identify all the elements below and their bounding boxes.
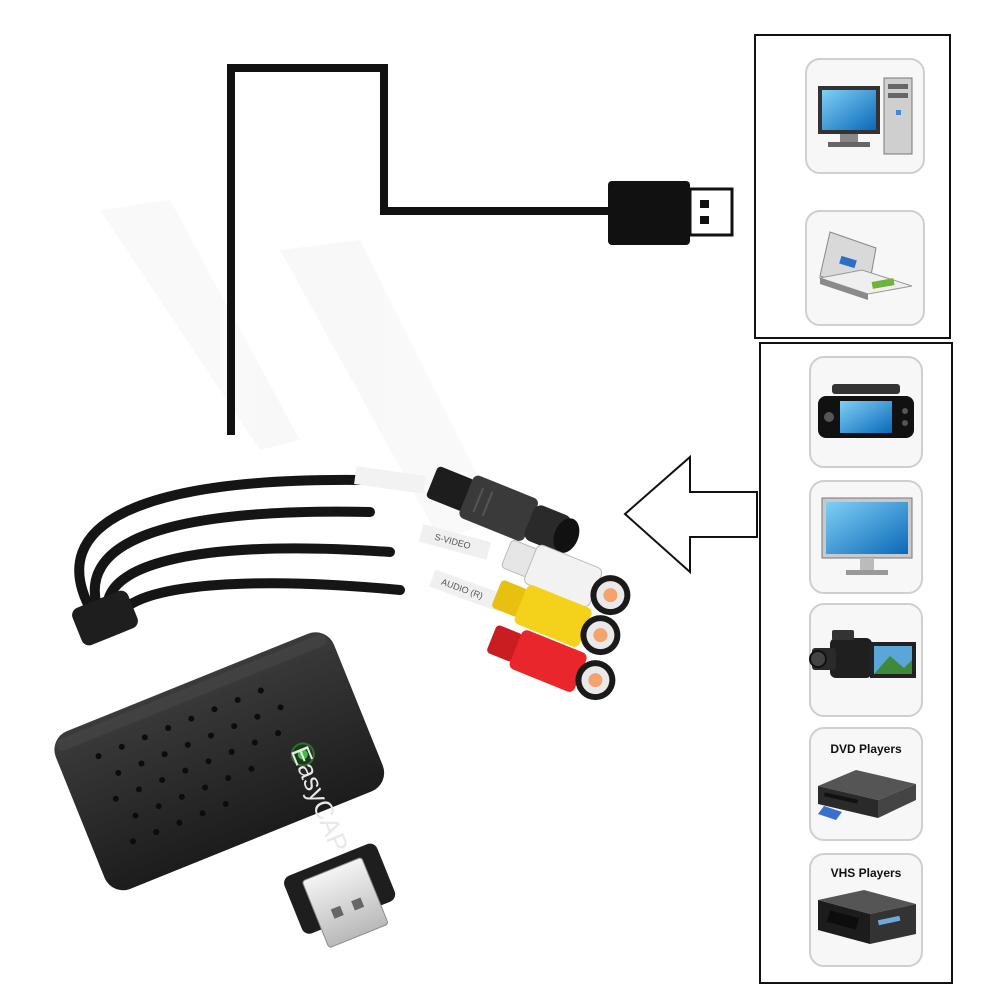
vhs-player-tile: VHS Players: [809, 853, 923, 967]
tv-monitor-icon: [809, 480, 923, 594]
device-strain-relief: [72, 590, 138, 646]
laptop-icon: [805, 210, 925, 326]
background-watermark: [100, 200, 500, 540]
usb-plug-icon: [608, 181, 734, 245]
led-indicator: [290, 742, 315, 767]
vhs-player-label: VHS Players: [831, 866, 902, 880]
usb-cable: [227, 64, 612, 435]
desktop-computer-icon: [805, 58, 925, 174]
dvd-player-icon: [818, 770, 916, 820]
camcorder-icon: [809, 603, 923, 717]
easycap-device: EasyCAP: [54, 632, 385, 891]
vent-holes: [95, 687, 284, 845]
dvd-player-tile: DVD Players: [809, 727, 923, 841]
rca-red-connector: [487, 625, 616, 701]
cable-sleeves: S-VIDEO AUDIO (R): [354, 466, 507, 613]
dvd-player-label: DVD Players: [830, 742, 902, 756]
game-console-icon: [809, 356, 923, 468]
usb-a-plug-icon: [284, 843, 396, 948]
input-arrow: [623, 454, 758, 575]
svideo-connector: [426, 466, 580, 553]
vhs-player-icon: [818, 890, 916, 944]
rca-yellow-connector: [492, 580, 621, 656]
